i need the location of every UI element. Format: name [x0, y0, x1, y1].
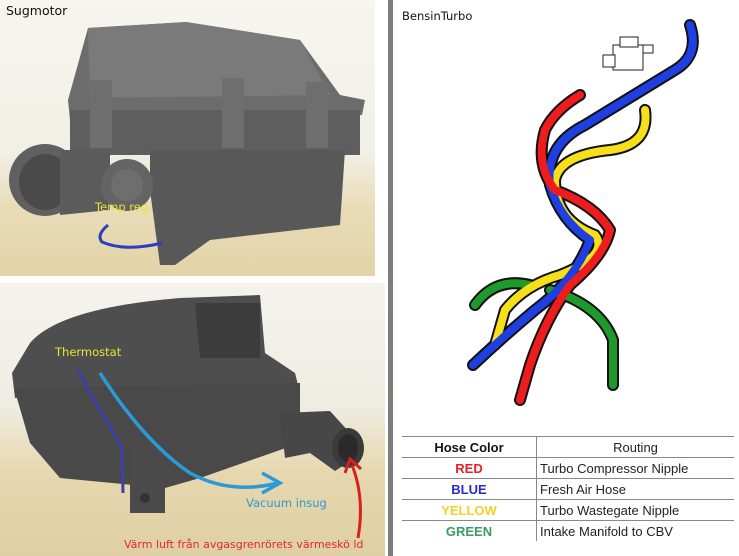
hose-routing-table: Hose Color Routing RED Turbo Compressor … — [402, 436, 734, 541]
table-row: GREEN Intake Manifold to CBV — [402, 520, 734, 541]
hose-color-cell: BLUE — [402, 478, 537, 500]
boost-control-valve-icon — [602, 36, 654, 71]
warm-air-label: Värm luft från avgasgrenrörets värmeskö … — [124, 538, 364, 551]
table-row: BLUE Fresh Air Hose — [402, 478, 734, 500]
air-filter-photo-bottom: Thermostat Vacuum insug Värm luft från a… — [0, 283, 385, 556]
header-hose-color: Hose Color — [402, 436, 537, 458]
routing-cell: Intake Manifold to CBV — [540, 523, 673, 539]
routing-cell: Turbo Wastegate Nipple — [540, 502, 680, 518]
table-header-row: Hose Color Routing — [402, 436, 734, 458]
routing-cell: Turbo Compressor Nipple — [540, 460, 689, 476]
vacuum-intake-label: Vacuum insug — [246, 496, 327, 510]
panel-divider — [388, 0, 393, 556]
vacuum-arrow — [98, 372, 279, 489]
table-row: YELLOW Turbo Wastegate Nipple — [402, 499, 734, 521]
hose-color-cell: RED — [402, 457, 537, 479]
section-title-turbo: BensinTurbo — [402, 9, 473, 23]
turbo-hose-diagram — [467, 19, 699, 406]
air-box-illustration — [9, 22, 365, 265]
warm-air-arrow — [350, 464, 362, 539]
header-routing: Routing — [613, 439, 658, 455]
section-title-naturally-aspirated: Sugmotor — [6, 3, 68, 18]
temp-reg-label: Temp reg. — [95, 200, 152, 214]
air-filter-photo-naturally-aspirated: Sugmotor Temp reg. — [0, 0, 375, 276]
hose-color-cell: GREEN — [402, 520, 537, 541]
temp-reg-wire-highlight — [98, 223, 163, 249]
air-box-side-illustration — [12, 295, 364, 539]
hose-color-cell: YELLOW — [402, 499, 537, 521]
thermostat-label: Thermostat — [55, 345, 122, 359]
routing-cell: Fresh Air Hose — [540, 481, 626, 497]
thermostat-wire-highlight — [76, 368, 125, 494]
table-row: RED Turbo Compressor Nipple — [402, 457, 734, 479]
